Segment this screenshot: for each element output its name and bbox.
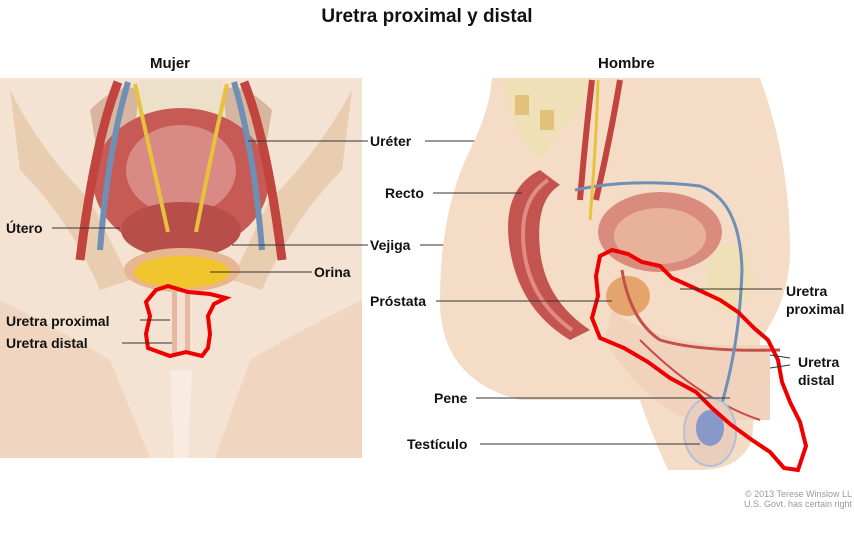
label-ureter: Uréter xyxy=(370,133,412,149)
label-female-uretra-distal: Uretra distal xyxy=(6,335,88,351)
label-male-uretra-proximal-2: proximal xyxy=(786,301,845,317)
label-recto: Recto xyxy=(385,185,424,201)
label-vejiga: Vejiga xyxy=(370,237,411,253)
label-male-uretra-proximal-1: Uretra xyxy=(786,283,828,299)
label-pene: Pene xyxy=(434,390,468,406)
male-anatomy xyxy=(433,78,809,473)
male-urethra-highlight xyxy=(589,247,809,473)
label-male-uretra-distal-2: distal xyxy=(798,372,835,388)
copyright-credit: © 2013 Terese Winslow LL U.S. Govt. has … xyxy=(744,489,852,509)
label-testiculo: Testículo xyxy=(407,436,468,452)
label-orina: Orina xyxy=(314,264,351,280)
credit-line-2: U.S. Govt. has certain right xyxy=(743,499,852,509)
female-urethra-highlight xyxy=(143,283,232,359)
female-panel-heading: Mujer xyxy=(150,55,191,72)
label-utero: Útero xyxy=(6,220,43,236)
male-panel-heading: Hombre xyxy=(598,55,655,72)
credit-line-1: © 2013 Terese Winslow LL xyxy=(744,489,852,499)
label-prostata: Próstata xyxy=(370,293,427,309)
label-male-uretra-distal-1: Uretra xyxy=(798,354,840,370)
female-anatomy xyxy=(0,78,362,458)
label-female-uretra-proximal: Uretra proximal xyxy=(6,313,110,329)
figure-title: Uretra proximal y distal xyxy=(321,6,533,27)
